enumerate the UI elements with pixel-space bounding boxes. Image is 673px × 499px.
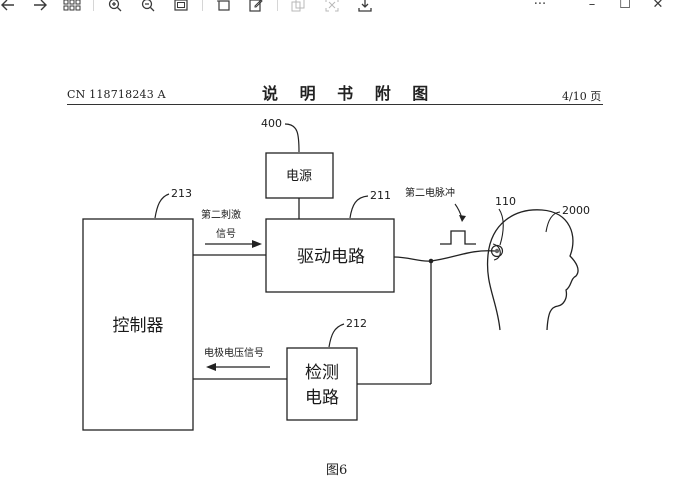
head-outline [486,209,579,331]
pulse-waveform [440,230,476,245]
ref-label-110: 110 [495,195,516,208]
page-indicator: 4/10 页 [562,90,602,103]
ref-label-211: 211 [370,189,391,202]
close-button[interactable]: ✕ [652,0,664,12]
leader-line-2000 [545,211,561,233]
electrode-lead [430,250,496,262]
toolbar-separator [93,0,94,11]
ref-label-213: 213 [171,187,192,200]
electrode-ring [490,244,504,258]
document-section-title: 说 明 书 附 图 [262,84,437,103]
detection-circuit-box [286,347,358,421]
more-options-button[interactable]: ··· [533,0,547,12]
drive-output-line [393,256,432,262]
viewer-toolbar: ··· – ☐ ✕ [0,0,673,14]
pulse-pointer-head [459,215,466,222]
forward-icon[interactable] [30,0,50,13]
signal-top-label-2: 信号 [216,228,236,240]
ref-label-400: 400 [261,117,282,130]
electrode-center [494,248,500,254]
signal-top-label-1: 第二刺激 [201,208,241,221]
crop-icon[interactable] [213,0,233,13]
ear-outline [492,243,501,261]
leader-line-110 [498,208,504,246]
detection-label-2: 电路 [305,388,339,408]
pulse-label: 第二电脉冲 [405,186,455,199]
toolbar-separator [277,0,278,11]
edit-icon[interactable] [246,0,266,13]
minimize-button[interactable]: – [588,0,596,12]
drive-circuit-label: 驱动电路 [297,247,365,267]
back-icon[interactable] [0,0,18,13]
maximize-button[interactable]: ☐ [619,0,631,12]
leader-line-400 [284,123,300,153]
thumbnail-grid-icon[interactable] [62,0,82,13]
copy-icon[interactable] [288,0,308,13]
controller-label: 控制器 [113,316,164,336]
signal-bottom-label: 电极电压信号 [204,346,264,359]
voltage-arrowhead [206,363,216,371]
leader-line-211 [349,195,369,219]
download-icon[interactable] [355,0,375,13]
detection-label-1: 检测 [305,363,339,383]
patent-number: CN 118718243 A [67,88,166,101]
zoom-in-icon[interactable] [105,0,125,13]
figure-caption: 图6 [326,463,348,478]
scan-icon[interactable] [322,0,342,13]
leader-line-213 [154,193,170,219]
toolbar-separator [202,0,203,11]
header-rule [67,104,603,105]
ref-label-212: 212 [346,317,367,330]
ref-label-2000: 2000 [562,204,590,217]
zoom-out-icon[interactable] [138,0,158,13]
fit-page-icon[interactable] [171,0,191,13]
power-supply-label: 电源 [286,169,312,184]
controller-box [82,218,194,431]
leader-line-212 [328,323,345,348]
stimulus-arrowhead [252,240,262,248]
